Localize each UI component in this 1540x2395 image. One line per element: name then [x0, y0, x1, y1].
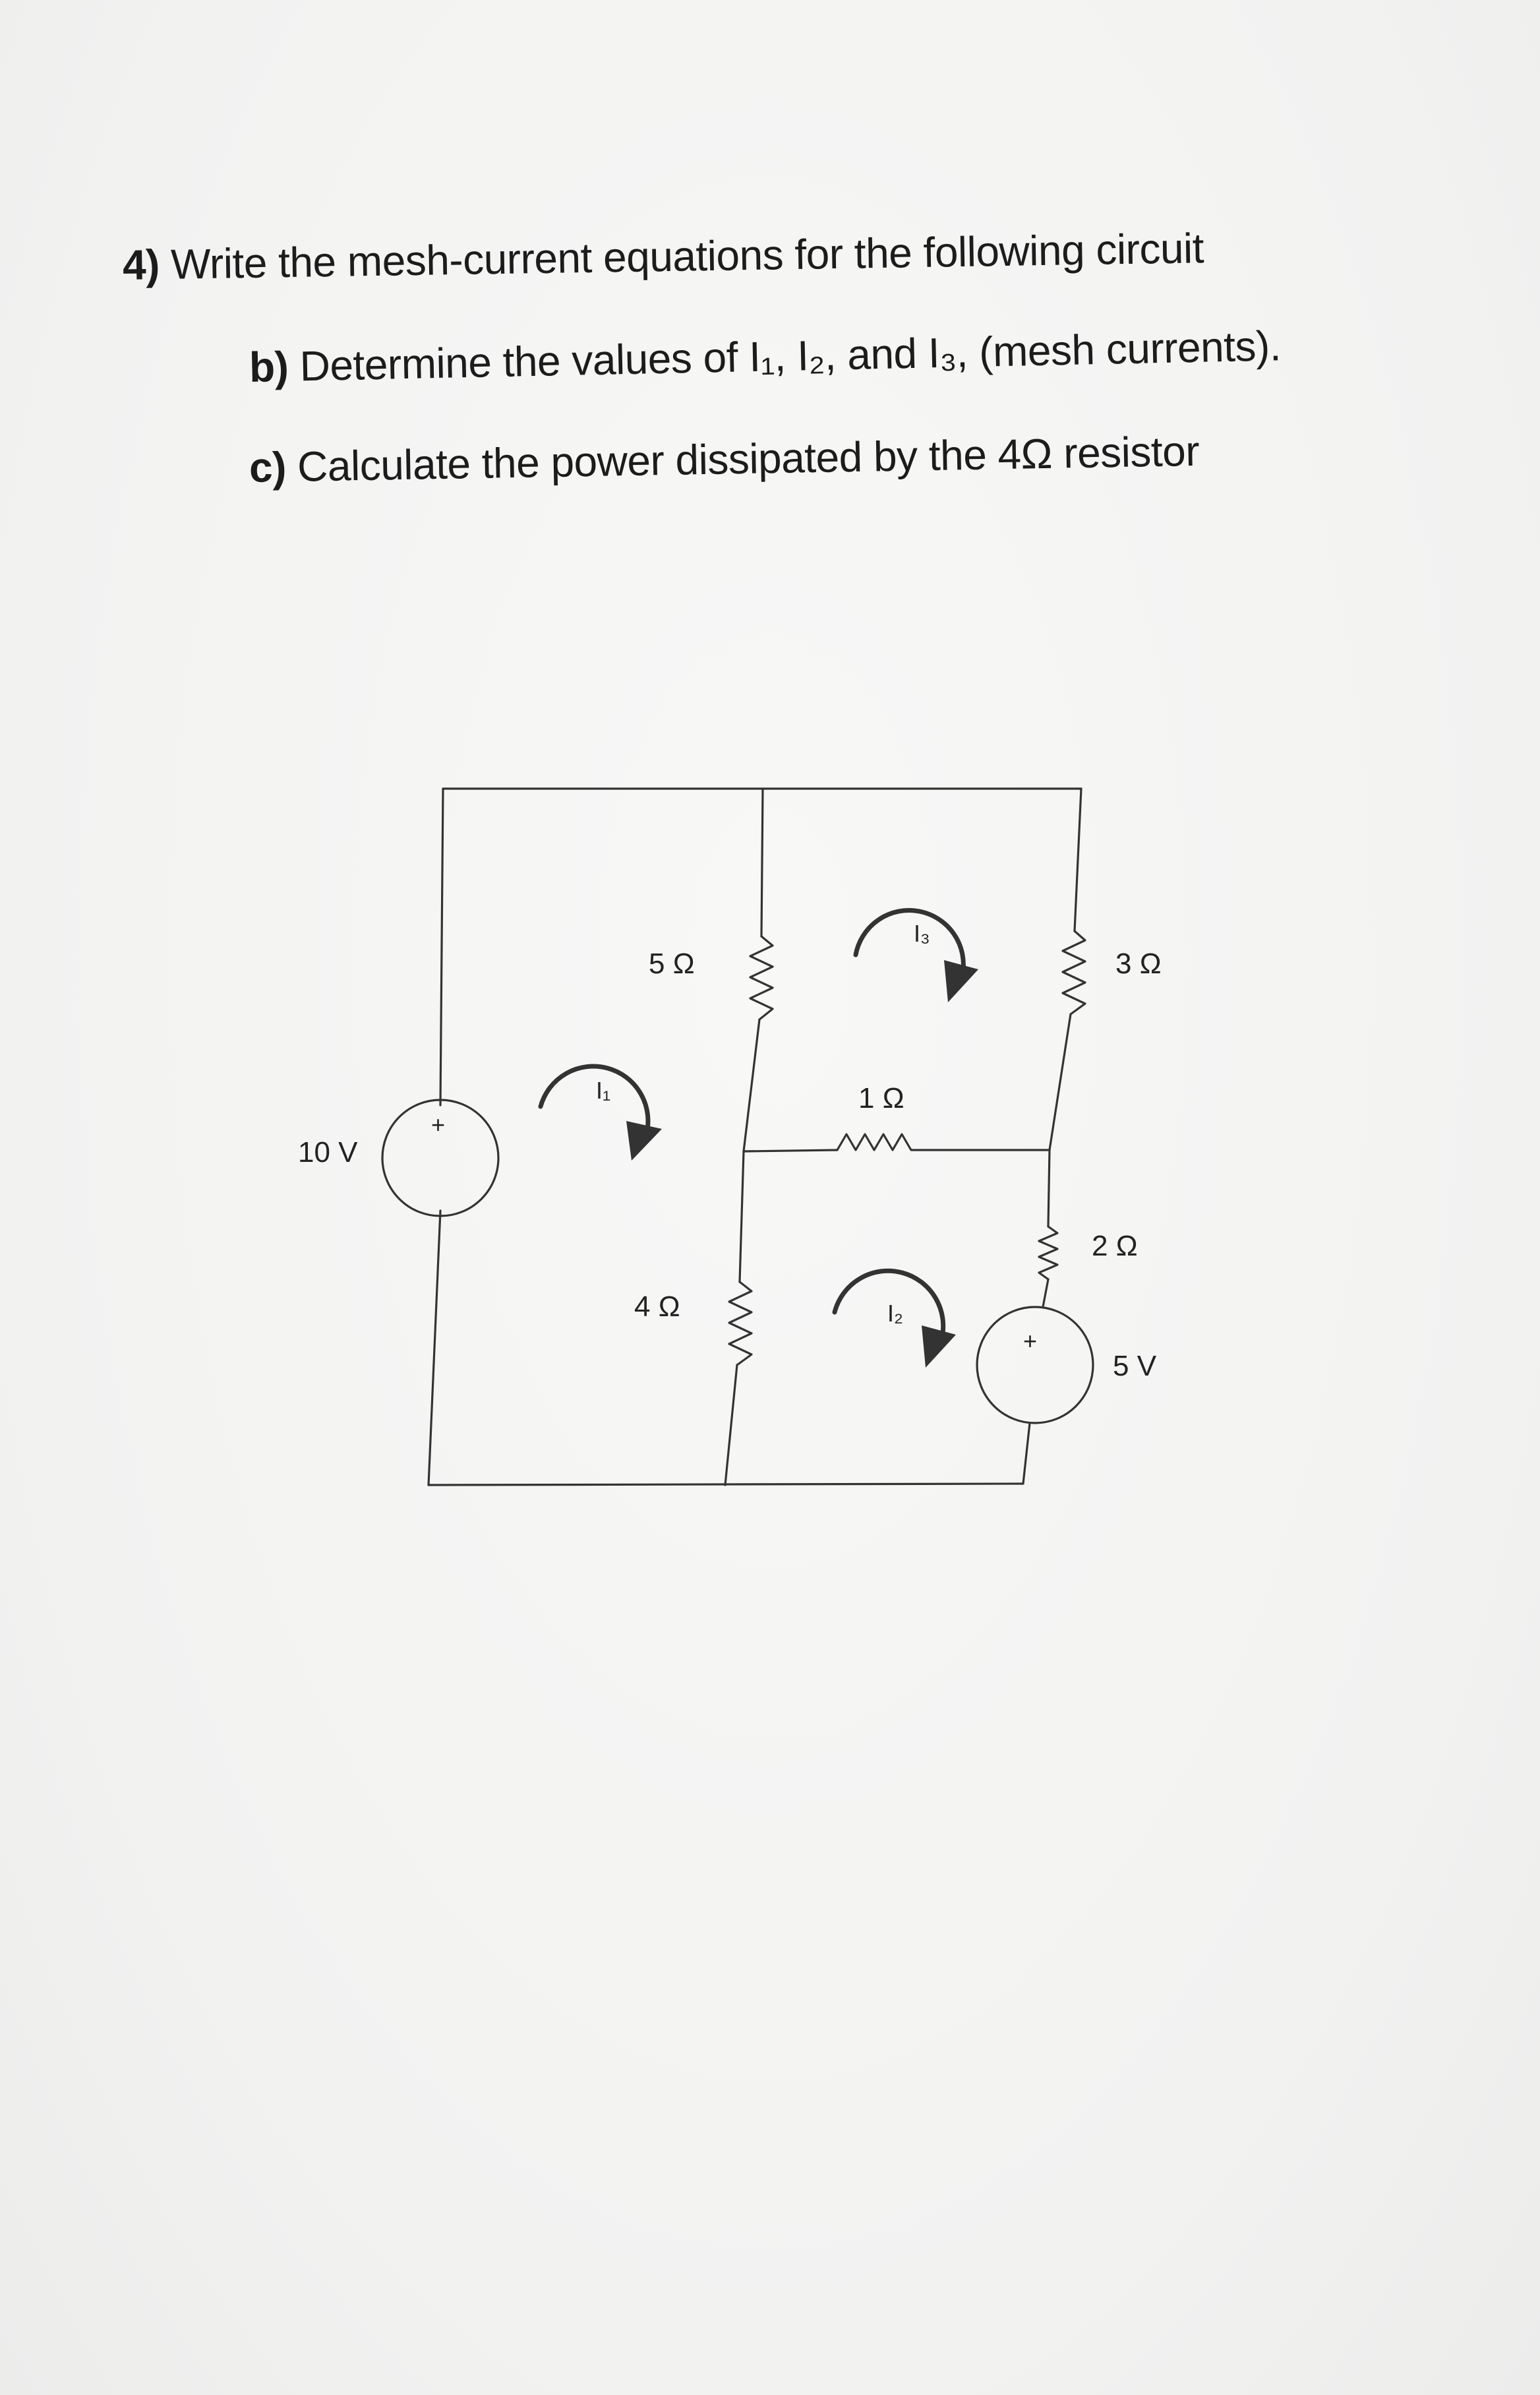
resistor-4-ohm	[728, 1281, 753, 1366]
mesh-current-i3-arrowhead	[944, 960, 978, 1002]
wire-left-lower	[427, 1209, 442, 1486]
wire-right-lower-a	[1047, 1149, 1051, 1228]
mesh-current-i1-arrowhead	[626, 1121, 662, 1161]
wire-middle-lower-a	[738, 1150, 745, 1283]
mesh-current-i2-arrowhead	[922, 1325, 956, 1368]
mesh-current-i1-arrow	[538, 1064, 651, 1138]
label-5v-plus: +	[1023, 1327, 1037, 1354]
wire-right-upper-a	[1073, 787, 1082, 932]
wire-left-upper	[439, 787, 444, 1107]
resistor-1-ohm	[836, 1133, 922, 1151]
label-resistor-5-ohm: 5 Ω	[649, 948, 695, 980]
wire-right-lower-c	[1022, 1422, 1031, 1485]
mesh-current-i3-arrow	[853, 908, 966, 977]
label-resistor-3-ohm: 3 Ω	[1115, 948, 1162, 980]
wire-middle-upper-b	[742, 1018, 761, 1153]
label-resistor-2-ohm: 2 Ω	[1092, 1230, 1138, 1262]
label-resistor-4-ohm: 4 Ω	[634, 1290, 680, 1323]
label-5v: 5 V	[1113, 1350, 1157, 1382]
resistor-5-ohm	[749, 935, 774, 1021]
label-10v: 10 V	[298, 1136, 358, 1168]
wire-right-upper-b	[1048, 1013, 1072, 1151]
voltage-source-10v	[381, 1099, 500, 1217]
label-mesh-i3: I₃	[914, 920, 930, 947]
wire-middle-lower-b	[724, 1364, 738, 1486]
resistor-2-ohm	[1038, 1225, 1059, 1281]
label-mesh-i2: I₂	[887, 1300, 903, 1327]
wire-right-lower-b	[1042, 1278, 1050, 1308]
wire-middle-upper-a	[760, 787, 764, 938]
label-resistor-1-ohm: 1 Ω	[858, 1082, 904, 1114]
wire-middle-horizontal-a	[742, 1149, 839, 1153]
resistor-3-ohm	[1061, 930, 1086, 1016]
mesh-current-i2-arrow	[832, 1268, 946, 1343]
label-10v-plus: +	[431, 1111, 445, 1138]
voltage-source-5v	[976, 1306, 1094, 1424]
label-mesh-i1: I₁	[596, 1077, 610, 1104]
